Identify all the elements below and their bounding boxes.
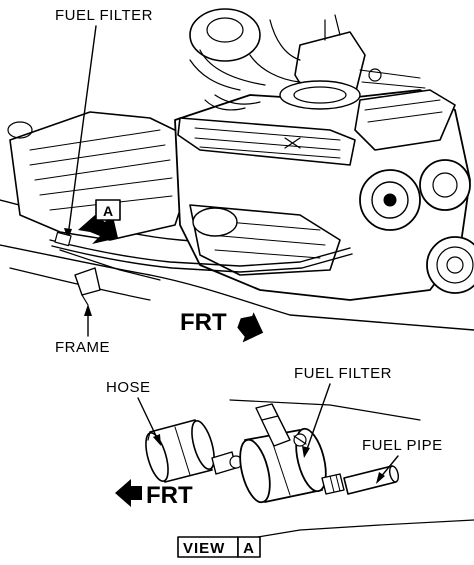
frt-bottom-arrow-icon (115, 479, 142, 507)
fuel-pipe-label: FUEL PIPE (362, 437, 443, 454)
fuel-filter-detail-leader-arrow (302, 446, 310, 458)
hose-leader (137, 397, 159, 441)
callout-letter: A (103, 203, 113, 219)
hose-label: HOSE (106, 379, 151, 396)
view-word-label: VIEW (183, 540, 225, 557)
fuel-filter-detail-leader (305, 383, 331, 453)
fuel-filter-top-label: FUEL FILTER (55, 7, 153, 24)
hose-leader-arrow (153, 434, 161, 446)
fuel-filter-top-leader-arrow (64, 228, 72, 240)
frame-leader-arrow (84, 304, 92, 316)
fuel-filter-detail-label: FUEL FILTER (294, 365, 392, 382)
view-letter-label: A (243, 540, 255, 557)
fuel-filter-top-leader (67, 25, 97, 237)
fuel-pipe-leader (379, 455, 399, 479)
view-a-caption: VIEW A (177, 536, 261, 558)
engine-illustration (0, 8, 474, 331)
frt-bottom-label: FRT (146, 482, 193, 509)
frt-top-arrow-icon (237, 312, 264, 343)
fuel-pipe-leader-arrow (376, 472, 385, 484)
fuel-filter-inline-icon (54, 231, 72, 247)
front-direction-bottom: FRT (115, 479, 193, 509)
view-a-callout: A (78, 199, 121, 244)
front-direction-top: FRT (180, 309, 264, 343)
frt-top-label: FRT (180, 309, 227, 336)
detail-view-a (145, 399, 474, 541)
frame-label: FRAME (55, 339, 110, 356)
